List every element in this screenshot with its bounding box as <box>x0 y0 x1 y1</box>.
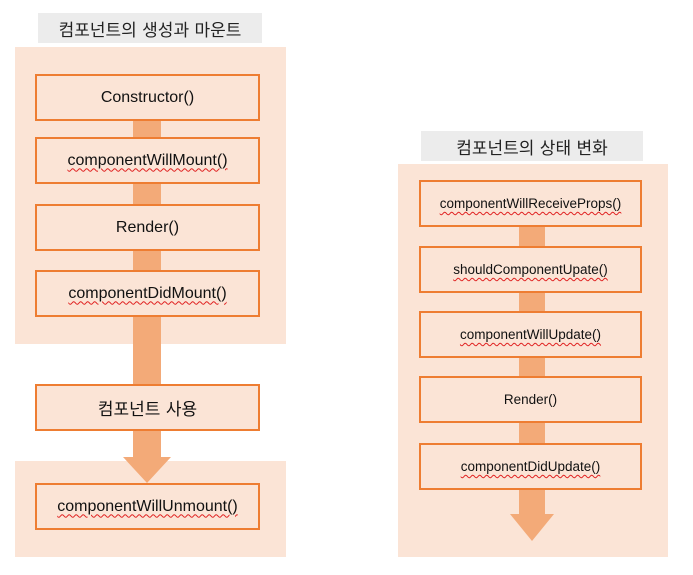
component-will-receive-props-step-label: componentWillReceiveProps() <box>439 196 622 211</box>
component-did-update-step-label: componentDidUpdate() <box>460 459 601 474</box>
render-step-update-label: Render() <box>503 392 558 407</box>
component-usage-step: 컴포넌트 사용 <box>35 384 260 431</box>
render-step-mount-label: Render() <box>115 218 180 236</box>
update-section-title: 컴포넌트의 상태 변화 <box>421 131 643 161</box>
mount-flow-arrow-head <box>123 457 171 483</box>
component-will-unmount-step-label: componentWillUnmount() <box>57 497 238 515</box>
should-component-update-step: shouldComponentUpate() <box>419 246 642 293</box>
component-will-mount-step-label: componentWillMount() <box>67 151 228 169</box>
mount-section-title: 컴포넌트의 생성과 마운트 <box>38 13 262 43</box>
component-will-update-step-label: componentWillUpdate() <box>459 327 602 342</box>
component-will-mount-step: componentWillMount() <box>35 137 260 184</box>
constructor-step-label: Constructor() <box>100 88 195 106</box>
component-will-unmount-step: componentWillUnmount() <box>35 483 260 530</box>
render-step-update: Render() <box>419 376 642 423</box>
component-will-update-step: componentWillUpdate() <box>419 311 642 358</box>
component-will-receive-props-step: componentWillReceiveProps() <box>419 180 642 227</box>
component-usage-step-label: 컴포넌트 사용 <box>97 400 198 420</box>
component-did-update-step: componentDidUpdate() <box>419 443 642 490</box>
constructor-step: Constructor() <box>35 74 260 121</box>
render-step-mount: Render() <box>35 204 260 251</box>
should-component-update-step-label: shouldComponentUpate() <box>453 262 608 277</box>
component-did-mount-step: componentDidMount() <box>35 270 260 317</box>
component-did-mount-step-label: componentDidMount() <box>68 284 227 302</box>
update-flow-arrow-head <box>510 514 554 541</box>
